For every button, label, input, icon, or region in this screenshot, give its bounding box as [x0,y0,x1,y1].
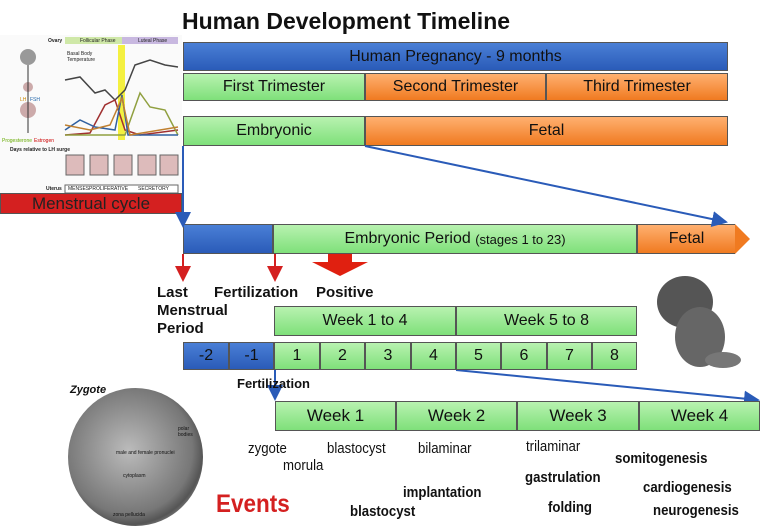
zygote-label: male and female pronuclei [116,450,175,456]
event-neurogenesis: neurogenesis [653,502,739,519]
positive-arrow [312,254,368,276]
event-gastrulation: gastrulation [525,469,601,486]
fertilization-label: Fertilization [237,376,310,391]
event-zygote: zygote [248,440,287,457]
week-4: Week 4 [639,401,760,431]
fsh-label: FSH [30,97,40,103]
week-number: 7 [547,342,592,370]
page-title: Human Development Timeline [182,8,511,34]
pregnancy-bar: Human Pregnancy - 9 months [183,42,728,71]
first-trimester: First Trimester [183,73,365,101]
fetus-image [645,272,755,377]
fetal-arrowhead [735,224,750,254]
luteal-phase-label: Luteal Phase [138,38,168,44]
uterus-label: Uterus [46,186,62,192]
menstrual-cycle-label: Menstrual cycle [0,193,182,214]
event-bilaminar: bilaminar [418,440,472,457]
fetal-expand-arrow [364,145,728,227]
zygote-label: zona pellucida [113,512,145,518]
week-1: Week 1 [275,401,396,431]
zygote-label: cytoplasm [123,473,146,479]
pre-embryonic-bar [183,224,273,254]
estrogen-label: Estrogen [34,138,55,144]
proliferative-label: PROLIFERATIVE [89,186,129,192]
event-morula: morula [283,457,324,474]
zygote-title: Zygote [70,384,107,396]
week-number: -2 [183,342,229,370]
events-title: Events [216,490,290,518]
event-blastocyst-hatching: blastocyst [350,503,416,520]
week-5-to-8: Week 5 to 8 [456,306,637,336]
fetal-period-bar: Fetal [637,224,735,254]
week-number: -1 [229,342,274,370]
days-relative-label: Days relative to LH surge [10,147,71,153]
week-2: Week 2 [396,401,517,431]
event-somitogenesis: somitogenesis [615,450,708,467]
zygote-image: polar bodies male and female pronuclei c… [68,388,203,526]
event-implantation: implantation [403,484,482,501]
week-number: 1 [274,342,320,370]
week-number: 8 [592,342,637,370]
stages-label: (stages 1 to 23) [475,231,566,247]
lh-label: LH [20,97,27,103]
week4-expand-arrow [455,369,760,407]
secretory-label: SECRETORY [138,186,169,192]
second-trimester: Second Trimester [365,73,546,101]
menstrual-cycle-chart [20,37,179,194]
event-cardiogenesis: cardiogenesis [643,479,732,496]
menses-label: MENSES [68,186,90,192]
follicular-phase-label: Follicular Phase [80,38,116,44]
week-number: 4 [411,342,456,370]
week-number: 2 [320,342,365,370]
fetal-bar: Fetal [365,116,728,146]
progesterone-label: Progesterone [2,138,33,144]
event-trilaminar: trilaminar [526,438,581,455]
third-trimester: Third Trimester [546,73,728,101]
week-number: 3 [365,342,411,370]
fetus-illustration [657,276,741,368]
zygote-label: polar bodies [178,426,193,438]
week-3: Week 3 [517,401,639,431]
positive-label: Positive [316,284,374,301]
fertilization-marker-label: Fertilization [214,284,299,301]
menstrual-cycle-figure: Ovary Follicular Phase Luteal Phase Basa… [0,35,182,195]
week-1-to-4: Week 1 to 4 [274,306,456,336]
week-number: 6 [501,342,547,370]
embryonic-period-label: Embryonic Period [344,230,471,247]
embryonic-bar: Embryonic [183,116,365,146]
week-number: 5 [456,342,501,370]
ovary-label: Ovary [48,38,63,44]
lmp-label: Last Menstrual Period [157,284,228,337]
event-folding: folding [548,499,592,516]
event-blastocyst: blastocyst [327,440,386,457]
basal-body-temperature-label: Basal Body Temperature [67,51,96,63]
embryonic-period-bar: Embryonic Period (stages 1 to 23) [273,224,637,254]
